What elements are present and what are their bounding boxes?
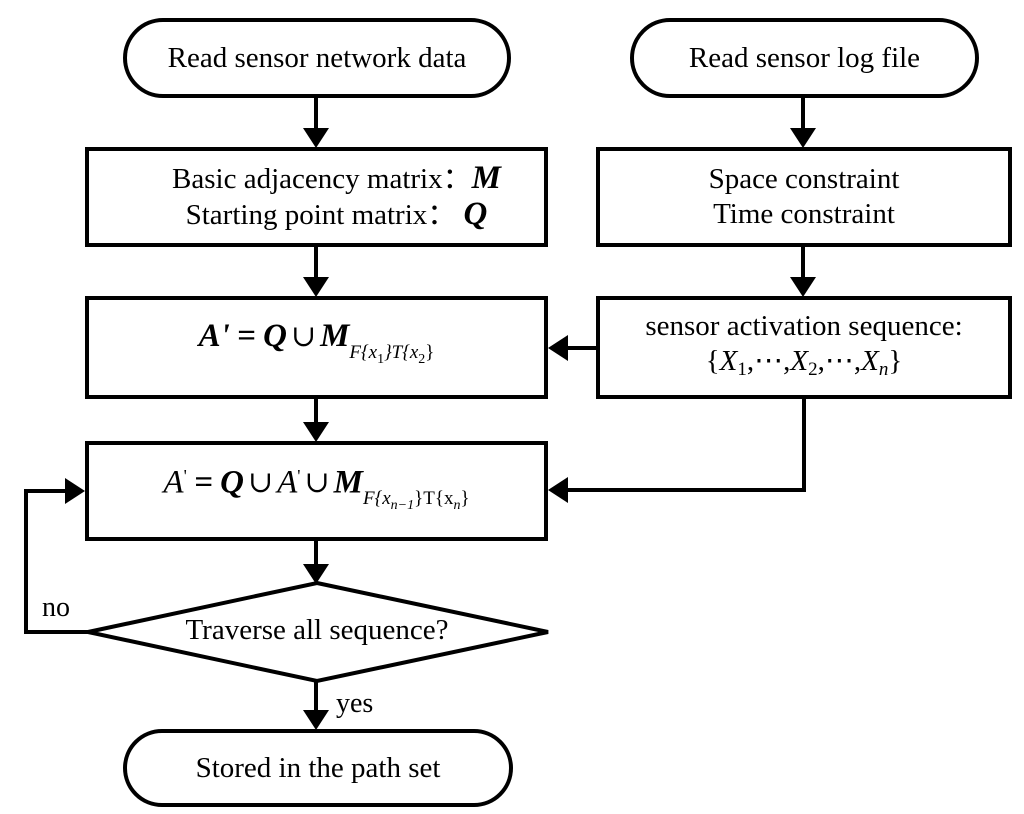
process-sequence-box: sensor activation sequence: {X1,⋯,X2,⋯,X… [596,296,1012,399]
start-read-sensor-log-file: Read sensor log file [630,18,979,98]
arrowhead [548,335,568,361]
edge-label-no: no [42,592,70,623]
edge-label-yes: yes [336,688,374,719]
matrix-line-2: Starting point matrix： Q [185,196,488,232]
edge-sequence-to-update [566,397,806,492]
terminal-text: Stored in the path set [195,751,441,784]
process-constraint-box: Space constraint Time constraint [596,147,1012,247]
arrowhead [303,422,329,442]
arrowhead [790,128,816,148]
edge-decision-no-loop [24,489,88,634]
arrowhead [303,564,329,584]
sequence-set: {X1,⋯,X2,⋯,Xn} [705,344,903,380]
decision-text: Traverse all sequence? [185,614,449,646]
init-formula: A' = Q∪MF{x1}T{x2} [198,317,435,367]
terminal-text: Read sensor log file [688,41,921,74]
update-formula-subscript: F{xn−1}T{xn} [363,488,470,514]
matrix-symbol-q: Q [463,196,488,232]
arrowhead [303,710,329,730]
update-formula: A' = Q∪A'∪MF{xn−1}T{xn} [163,464,470,514]
process-matrix-box: Basic adjacency matrix：M Starting point … [85,147,548,247]
arrowhead [303,277,329,297]
start-read-sensor-network-data: Read sensor network data [123,18,511,98]
arrowhead [790,277,816,297]
end-stored-in-path-set: Stored in the path set [123,729,513,807]
matrix-symbol-m: M [471,160,501,196]
sequence-title: sensor activation sequence: [645,309,963,342]
arrowhead [303,128,329,148]
terminal-text: Read sensor network data [167,41,467,74]
constraint-space: Space constraint [708,163,900,195]
arrowhead [65,478,85,504]
constraint-time: Time constraint [713,198,895,230]
process-update-formula-box: A' = Q∪A'∪MF{xn−1}T{xn} [85,441,548,541]
matrix-line-1: Basic adjacency matrix：M [172,160,501,196]
arrowhead [548,477,568,503]
process-init-formula-box: A' = Q∪MF{x1}T{x2} [85,296,548,399]
init-formula-subscript: F{x1}T{x2} [349,341,435,367]
decision-diamond [87,580,549,684]
